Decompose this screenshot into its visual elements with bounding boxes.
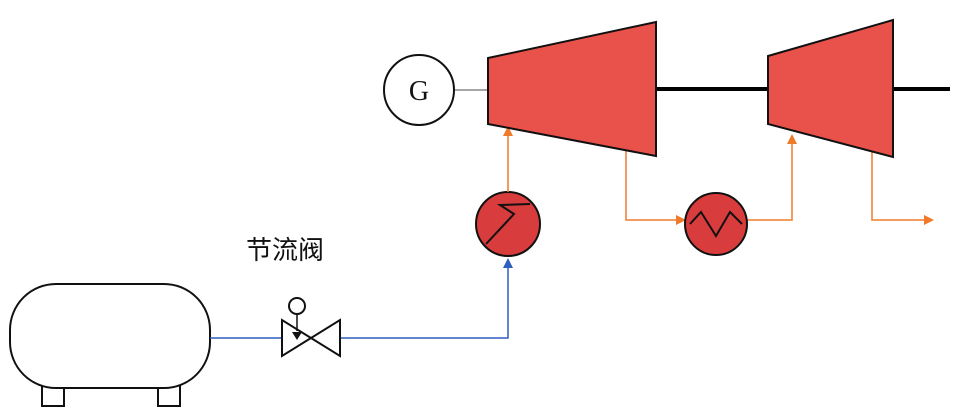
heat-exchanger-icon bbox=[475, 191, 541, 257]
generator-icon bbox=[383, 54, 455, 126]
valve-actuator-icon bbox=[288, 297, 306, 315]
hot-pipe-2 bbox=[625, 134, 797, 225]
valve-right-cone bbox=[309, 318, 341, 358]
valve-stem-arrow-icon bbox=[292, 332, 302, 340]
storage-tank bbox=[9, 283, 211, 407]
arrow-head-icon bbox=[676, 215, 686, 225]
cold-pipe bbox=[210, 258, 513, 339]
turbine-icon bbox=[767, 18, 894, 159]
pipe-outlet bbox=[871, 152, 924, 221]
heat-exchanger-2 bbox=[684, 192, 748, 256]
arrow-head-icon bbox=[503, 126, 513, 136]
generator-label: G bbox=[409, 76, 429, 107]
pipe-reheater-to-turbine2 bbox=[746, 142, 793, 221]
heat-exchanger-icon bbox=[684, 192, 748, 256]
heat-exchanger-coil bbox=[689, 210, 743, 238]
turbine-icon bbox=[487, 20, 657, 158]
arrow-head-icon bbox=[787, 134, 797, 144]
throttle-valve bbox=[281, 297, 341, 358]
generator: G bbox=[383, 54, 455, 126]
pipe-valve-to-heater bbox=[340, 266, 509, 339]
pipe-turbine1-to-reheater bbox=[625, 150, 676, 221]
arrow-head-icon bbox=[503, 258, 513, 268]
heat-exchanger-1 bbox=[475, 191, 541, 257]
heat-exchanger-coil bbox=[485, 203, 531, 245]
tank-icon bbox=[9, 283, 211, 389]
outlet-pipe bbox=[871, 152, 934, 225]
valve-label: 节流阀 bbox=[246, 236, 325, 266]
hot-pipe-1 bbox=[503, 126, 513, 192]
arrow-head-icon bbox=[924, 215, 934, 225]
